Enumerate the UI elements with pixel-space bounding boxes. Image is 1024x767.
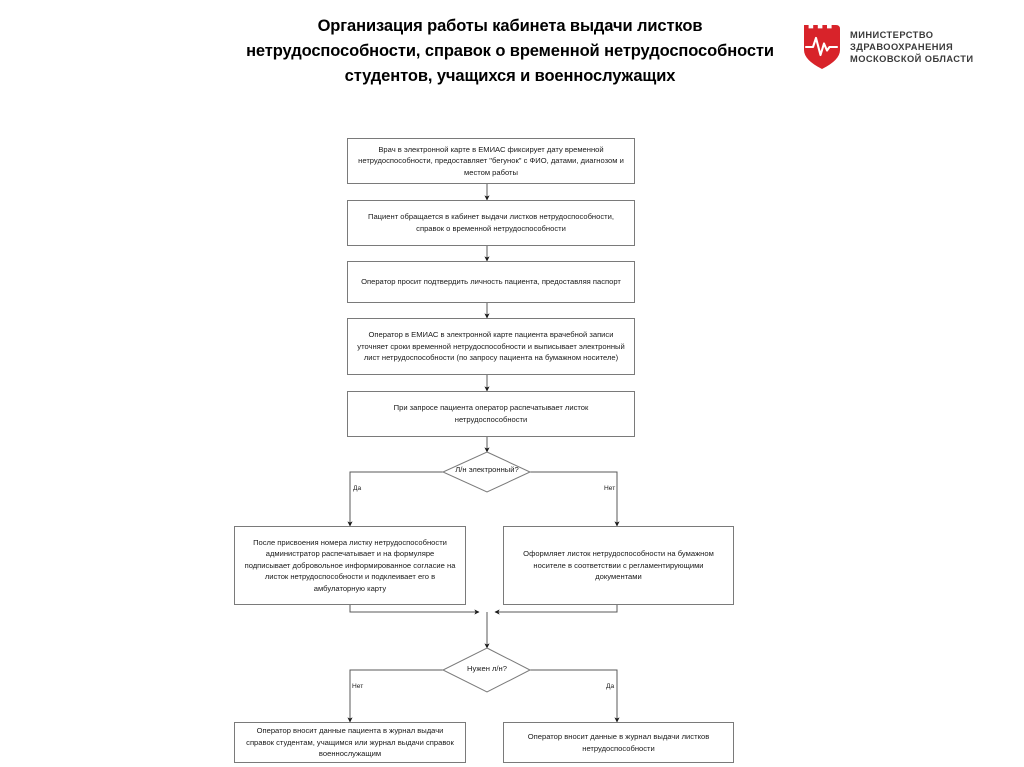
flowchart: Врач в электронной карте в ЕМИАС фиксиру… bbox=[0, 100, 1024, 767]
process-node-n3: Оператор просит подтвердить личность пац… bbox=[347, 261, 635, 303]
process-node-n3-text: Оператор просит подтвердить личность пац… bbox=[361, 277, 621, 287]
process-node-n2: Пациент обращается в кабинет выдачи лист… bbox=[347, 200, 635, 246]
process-node-n6-text: После присвоения номера листку нетрудосп… bbox=[244, 537, 456, 593]
ministry-logo-line-3: МОСКОВСКОЙ ОБЛАСТИ bbox=[850, 54, 974, 65]
page-title-line-2: нетрудоспособности, справок о временной … bbox=[246, 42, 774, 60]
edge-n6-merge bbox=[349, 605, 480, 615]
page-header: Организация работы кабинета выдачи листк… bbox=[0, 0, 1024, 100]
process-node-n2-text: Пациент обращается в кабинет выдачи лист… bbox=[368, 212, 614, 233]
process-node-n5: При запросе пациента оператор распечатыв… bbox=[347, 391, 635, 437]
edge-d2-yes-n9 bbox=[530, 669, 620, 723]
process-node-n4-text: Оператор в ЕМИАС в электронной карте пац… bbox=[357, 330, 625, 363]
process-node-n9-text: Оператор вносит данные в журнал выдачи л… bbox=[527, 731, 710, 753]
flowchart-connectors bbox=[347, 184, 620, 723]
ministry-shield-heartbeat-icon bbox=[804, 25, 840, 69]
ministry-logo-text: МИНИСТЕРСТВО ЗДРАВООХРАНЕНИЯ МОСКОВСКОЙ … bbox=[850, 29, 973, 66]
edge-n7-merge bbox=[494, 605, 618, 615]
page-title-line-3: студентов, учащихся и военнослужащих bbox=[344, 67, 676, 85]
page-title-line-1: Организация работы кабинета выдачи листк… bbox=[317, 17, 703, 35]
branch-label-d2-yes: Да bbox=[606, 683, 615, 690]
process-node-n5-text: При запросе пациента оператор распечатыв… bbox=[393, 403, 589, 424]
process-node-n6: После присвоения номера листку нетрудосп… bbox=[234, 526, 466, 605]
branch-label-d2-no: Нет bbox=[352, 683, 364, 690]
process-node-n4: Оператор в ЕМИАС в электронной карте пац… bbox=[347, 318, 635, 375]
ministry-logo-line-2: ЗДРАВООХРАНЕНИЯ bbox=[850, 41, 954, 52]
process-node-n1: Врач в электронной карте в ЕМИАС фиксиру… bbox=[347, 138, 635, 184]
edge-d1-yes-n6 bbox=[347, 471, 443, 527]
process-node-n8: Оператор вносит данные пациента в журнал… bbox=[234, 722, 466, 763]
edge-d1-no-n7 bbox=[530, 471, 620, 527]
edge-d2-no-n8 bbox=[347, 669, 443, 723]
process-node-n8-text: Оператор вносит данные пациента в журнал… bbox=[246, 726, 454, 759]
process-node-n7-text: Оформляет листок нетрудоспособности на б… bbox=[523, 549, 714, 582]
ministry-logo-line-1: МИНИСТЕРСТВО bbox=[850, 29, 934, 40]
decision-node-d1 bbox=[441, 451, 532, 493]
process-node-n9: Оператор вносит данные в журнал выдачи л… bbox=[503, 722, 734, 763]
decision-node-d2 bbox=[441, 647, 532, 693]
branch-label-d1-yes: Да bbox=[353, 485, 362, 492]
process-node-n7: Оформляет листок нетрудоспособности на б… bbox=[503, 526, 734, 605]
branch-label-d1-no: Нет bbox=[604, 485, 616, 492]
ministry-logo: МИНИСТЕРСТВО ЗДРАВООХРАНЕНИЯ МОСКОВСКОЙ … bbox=[803, 21, 1018, 73]
process-node-n1-text: Врач в электронной карте в ЕМИАС фиксиру… bbox=[358, 144, 624, 177]
page-title: Организация работы кабинета выдачи листк… bbox=[200, 14, 820, 89]
